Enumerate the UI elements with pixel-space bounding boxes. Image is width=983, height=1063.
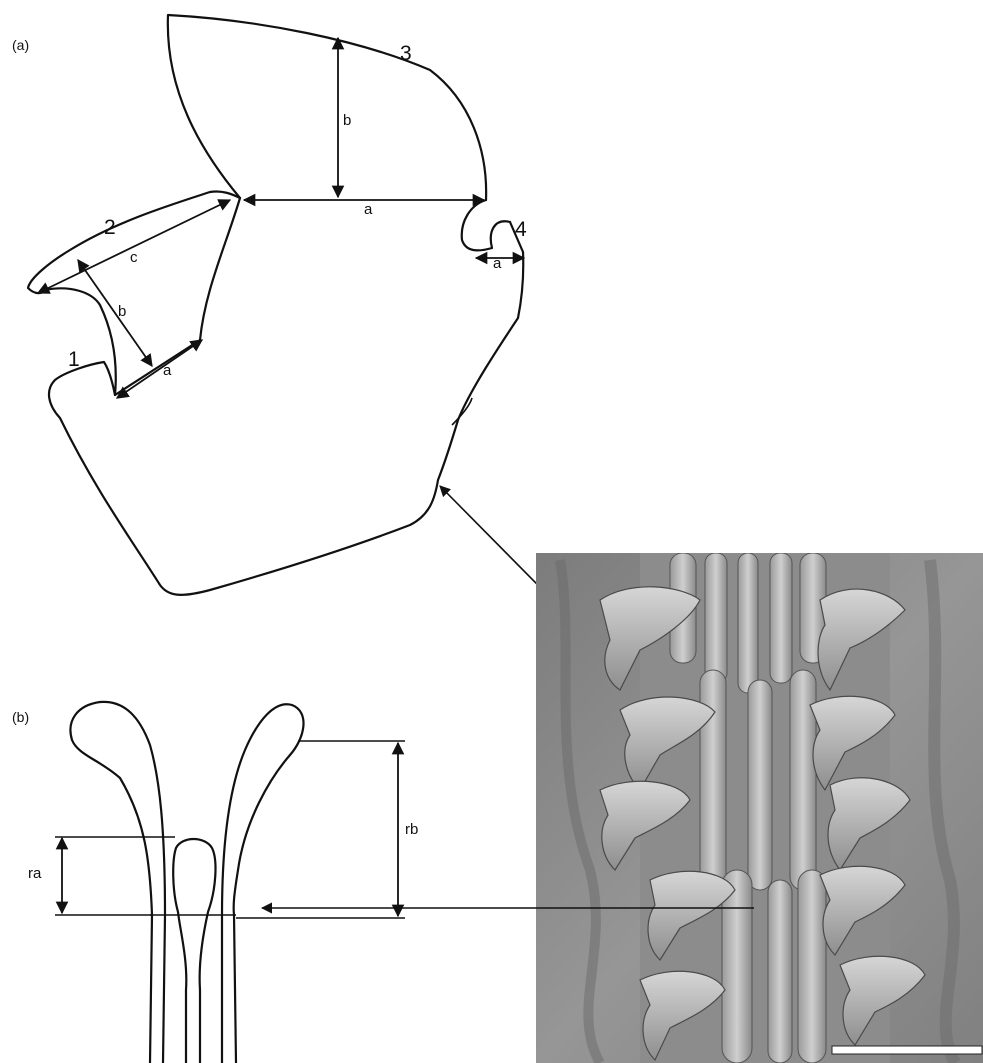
seg2-b-arrow: [78, 260, 152, 366]
seg2-a-arrow: [117, 340, 202, 398]
seg2-c-label: c: [130, 249, 138, 266]
segment-4-outline: [462, 200, 510, 250]
ra-label: ra: [28, 865, 42, 882]
segment-3-outline: [168, 15, 486, 200]
segment-4-label: 4: [515, 218, 527, 241]
segment-2-label: 2: [104, 216, 116, 239]
segment-1-label: 1: [68, 348, 80, 371]
seg4-a-label: a: [493, 255, 502, 272]
rod-left-outline: [70, 702, 165, 1063]
rod-right-outline: [222, 704, 304, 1063]
sem-micrograph: [536, 553, 983, 1063]
seg2-b-label: b: [118, 303, 126, 320]
rb-label: rb: [405, 821, 418, 838]
seg2-a-label: a: [163, 362, 172, 379]
panel-a-label: (a): [12, 37, 29, 53]
scale-bar: [832, 1046, 982, 1054]
segment-3-label: 3: [400, 42, 412, 65]
seg3-b-label: b: [343, 112, 351, 129]
panel-b-label: (b): [12, 709, 29, 725]
seg2-c-arrow: [38, 200, 230, 293]
rod-middle-outline: [173, 839, 215, 1063]
seg3-a-label: a: [364, 201, 373, 218]
